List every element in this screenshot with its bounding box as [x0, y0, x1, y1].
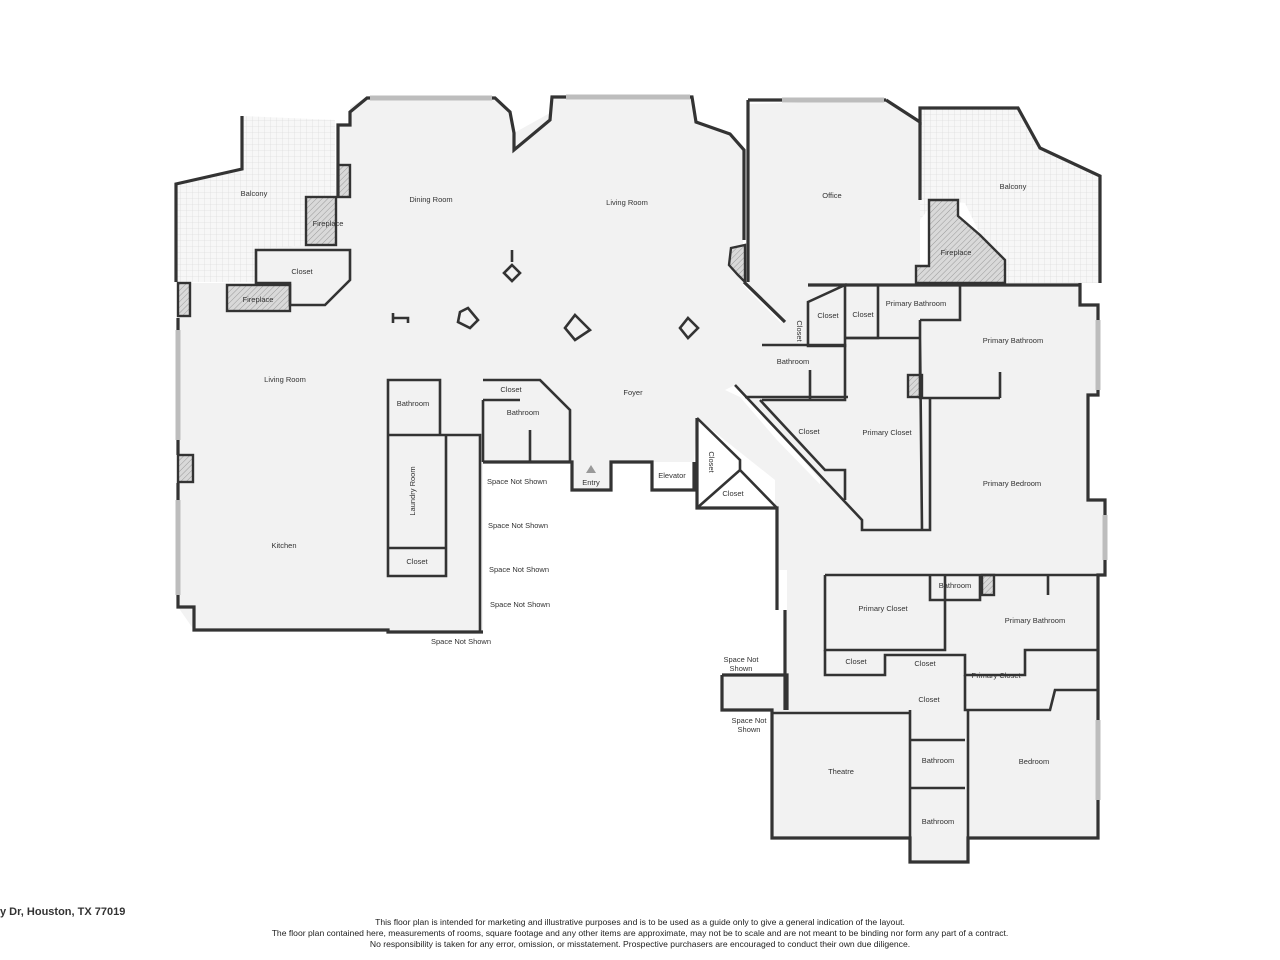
- label-primary-bathroom-small: Primary Bathroom: [886, 299, 946, 308]
- label-balcony-left: Balcony: [241, 189, 268, 198]
- label-fireplace-left-upper: Fireplace: [313, 219, 344, 228]
- label-primary-closet-upper: Primary Closet: [862, 428, 912, 437]
- label-primary-closet-small: Primary Closet: [971, 671, 1021, 680]
- label-closet-elevator-vertical: Closet: [707, 451, 716, 473]
- disclaimer-line-2: The floor plan contained here, measureme…: [271, 928, 1009, 938]
- label-balcony-right: Balcony: [1000, 182, 1027, 191]
- label-foyer: Foyer: [623, 388, 643, 397]
- label-space-not-shown-6b: Shown: [730, 664, 753, 673]
- label-bathroom-mid: Bathroom: [777, 357, 810, 366]
- fireplaces: [176, 163, 1007, 597]
- label-closet-left: Closet: [291, 267, 313, 276]
- label-bathroom-foyer: Bathroom: [507, 408, 540, 417]
- label-elevator: Elevator: [658, 471, 686, 480]
- disclaimer-line-3: No responsibility is taken for any error…: [369, 939, 911, 949]
- label-space-not-shown-3: Space Not Shown: [489, 565, 549, 574]
- windows: [175, 94, 1108, 800]
- label-kitchen: Kitchen: [271, 541, 296, 550]
- label-bathroom-laundry: Bathroom: [397, 399, 430, 408]
- label-bathroom-lower-2: Bathroom: [922, 817, 955, 826]
- label-closet-b: Closet: [852, 310, 874, 319]
- label-theatre: Theatre: [828, 767, 854, 776]
- label-space-not-shown-7a: Space Not: [731, 716, 767, 725]
- label-living-room-center: Living Room: [606, 198, 648, 207]
- label-space-not-shown-7b: Shown: [738, 725, 761, 734]
- label-closet-laundry: Closet: [406, 557, 428, 566]
- label-space-not-shown-5: Space Not Shown: [431, 637, 491, 646]
- label-closet-diag: Closet: [798, 427, 820, 436]
- label-closet-foyer: Closet: [500, 385, 522, 394]
- label-office: Office: [822, 191, 841, 200]
- label-living-room-left: Living Room: [264, 375, 306, 384]
- label-bedroom: Bedroom: [1019, 757, 1049, 766]
- label-closet-vertical: Closet: [795, 320, 804, 342]
- label-space-not-shown-6a: Space Not: [723, 655, 759, 664]
- label-closet-elevator: Closet: [722, 489, 744, 498]
- label-laundry-room: Laundry Room: [408, 466, 417, 515]
- label-closet-lower-3: Closet: [918, 695, 940, 704]
- disclaimer-line-1: This floor plan is intended for marketin…: [375, 917, 905, 927]
- label-primary-bedroom: Primary Bedroom: [983, 479, 1041, 488]
- label-bathroom-lower-1: Bathroom: [922, 756, 955, 765]
- label-space-not-shown-2: Space Not Shown: [488, 521, 548, 530]
- label-bathroom-small-lower: Bathroom: [939, 581, 972, 590]
- label-space-not-shown-1: Space Not Shown: [487, 477, 547, 486]
- entry-arrow-icon: [586, 465, 596, 473]
- label-primary-bathroom-right: Primary Bathroom: [983, 336, 1043, 345]
- label-fireplace-right: Fireplace: [941, 248, 972, 257]
- address: y Dr, Houston, TX 77019: [0, 906, 126, 918]
- label-closet-lower-2: Closet: [914, 659, 936, 668]
- label-space-not-shown-4: Space Not Shown: [490, 600, 550, 609]
- label-closet-a: Closet: [817, 311, 839, 320]
- label-fireplace-left-lower: Fireplace: [243, 295, 274, 304]
- label-primary-bathroom-lower: Primary Bathroom: [1005, 616, 1065, 625]
- floor-fills: [176, 97, 1105, 862]
- label-dining-room: Dining Room: [409, 195, 452, 204]
- label-closet-lower-1: Closet: [845, 657, 867, 666]
- label-primary-closet-lower: Primary Closet: [858, 604, 908, 613]
- room-labels: Balcony Fireplace Closet Fireplace Dinin…: [241, 182, 1066, 826]
- label-entry: Entry: [582, 478, 600, 487]
